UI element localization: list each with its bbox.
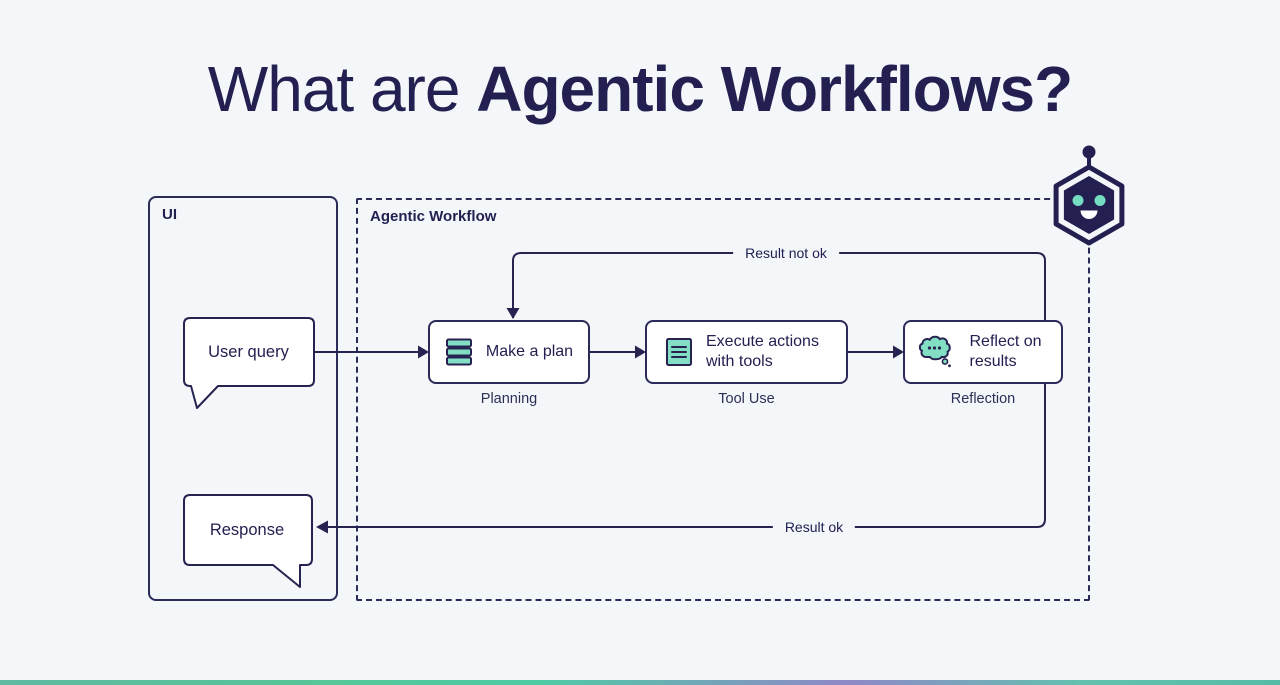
edge-feedback-loop [327,252,1046,528]
robot-smile [1080,210,1098,219]
response-bubble-text: Response [209,520,285,539]
step-reflection-caption: Reflection [950,391,1016,407]
edge-label-result-ok: Result ok [772,519,856,535]
user-query-bubble [183,317,315,409]
page-title: What are Agentic Workflows? [0,52,1280,126]
thought-bubble-icon [918,335,951,368]
agentic-workflow-panel [356,198,1090,601]
page-title-bold: Agentic Workflows? [476,53,1073,125]
user-query-bubble-text: User query [208,342,289,361]
robot-eye-right [1094,195,1106,206]
ui-panel-label: UI [162,206,177,223]
robot-eye-left [1072,195,1084,206]
arrowhead-into-tooluse [635,345,646,359]
step-planning-caption: Planning [480,391,538,407]
arrowhead-into-planning [418,345,429,359]
page-title-regular: What are [207,53,477,125]
step-tool-use-caption: Tool Use [718,391,775,407]
arrowhead-into-reflection [893,345,904,359]
response-bubble [183,494,313,588]
robot-icon [1053,145,1125,246]
edge-label-result-not-ok: Result not ok [733,245,839,261]
arrowhead-result-not-ok [506,308,520,319]
step-reflection-text: Reflect on results [969,333,1042,370]
bottom-gradient-bar [0,680,1280,685]
step-tool-use: Execute actions with tools [645,320,848,384]
document-icon [666,338,692,366]
step-reflection: Reflect on results [903,320,1063,384]
ui-panel [148,196,338,601]
step-planning: Make a plan [428,320,590,384]
step-planning-text: Make a plan [485,343,574,360]
arrowhead-result-ok [316,520,328,534]
agentic-workflow-panel-label: Agentic Workflow [370,208,497,225]
step-tool-use-text: Execute actions with tools [706,333,819,370]
stacked-list-icon [445,338,472,366]
